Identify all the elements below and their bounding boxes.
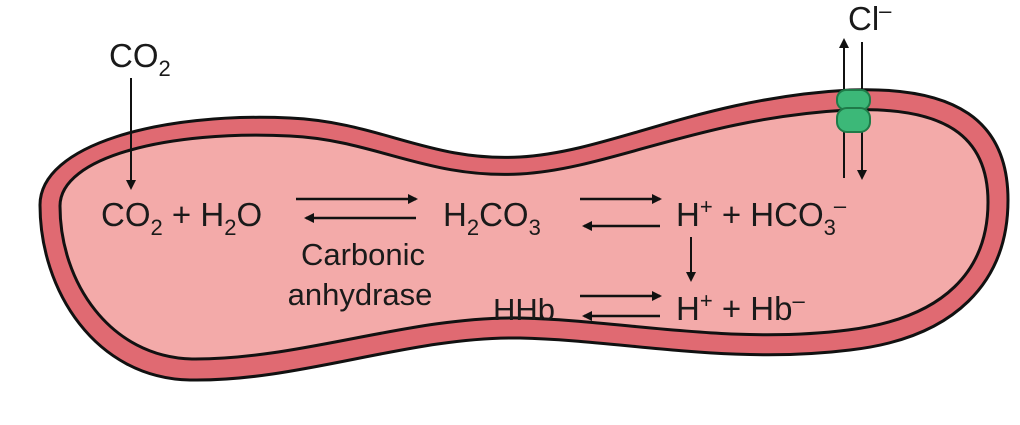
cell xyxy=(38,88,1010,382)
hhb-label: HHb xyxy=(493,292,555,327)
enzyme-label-line1: Carbonic xyxy=(301,237,425,272)
carbonic-acid-label: H2CO3 xyxy=(443,196,541,240)
co2-outside-label: CO2 xyxy=(109,37,171,81)
cell-cytoplasm xyxy=(58,108,990,361)
equilibrium-arrows-icon xyxy=(580,194,662,231)
reactants-label: CO2 + H2O xyxy=(101,196,262,240)
buffer-products-label: H+ + Hb– xyxy=(676,288,806,327)
enzyme-label-line2: anhydrase xyxy=(288,277,433,312)
equilibrium-arrows-icon xyxy=(296,194,418,223)
anion-exchanger-channel-icon xyxy=(836,89,871,133)
equilibrium-arrows-icon xyxy=(580,291,662,321)
chloride-label: Cl– xyxy=(848,0,892,37)
dissociation-products-label: H+ + HCO3– xyxy=(676,193,847,240)
